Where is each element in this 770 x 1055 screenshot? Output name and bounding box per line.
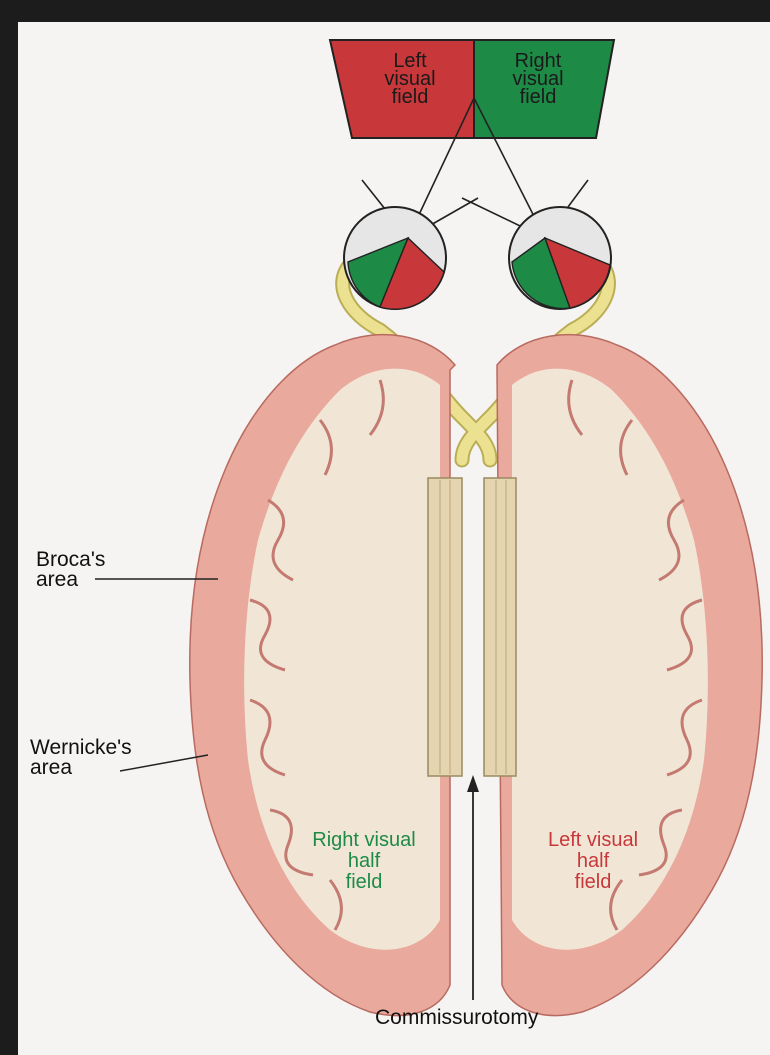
- commissurotomy-label: Commissurotomy: [375, 1008, 538, 1028]
- broca-area-label: Broca's area: [36, 550, 105, 590]
- right-visual-half-field-label: Right visual half field: [284, 830, 444, 893]
- right-visual-field-label: Right visual field: [483, 52, 593, 106]
- left-eye: [344, 207, 446, 309]
- left-visual-field-label: Left visual field: [355, 52, 465, 106]
- right-eye: [509, 207, 611, 309]
- corpus-callosum-left: [428, 478, 462, 776]
- left-visual-half-field-label: Left visual half field: [518, 830, 668, 893]
- wernicke-area-label: Wernicke's area: [30, 738, 132, 778]
- corpus-callosum-right: [484, 478, 516, 776]
